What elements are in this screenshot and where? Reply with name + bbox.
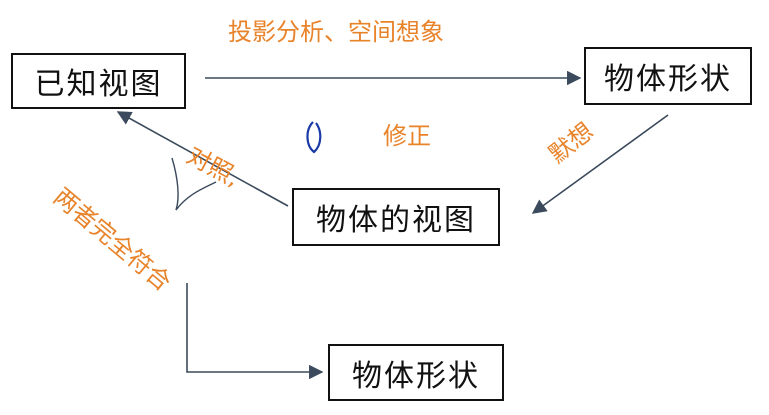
object-views-box: 物体的视图 <box>292 188 500 246</box>
arrow-match-to-shape <box>186 283 324 380</box>
known-views-box: 已知视图 <box>11 53 186 109</box>
projection-analysis-note: 投影分析、空间想象 <box>228 18 444 46</box>
arrow-views-to-known <box>116 111 289 207</box>
scribble-mark <box>306 121 322 154</box>
object-shape-top-box: 物体形状 <box>584 47 752 105</box>
arrow-shape-to-views <box>531 114 669 214</box>
brace-mark <box>171 157 217 211</box>
object-shape-bottom-box: 物体形状 <box>328 344 504 401</box>
correct-note: 修正 <box>383 122 431 150</box>
